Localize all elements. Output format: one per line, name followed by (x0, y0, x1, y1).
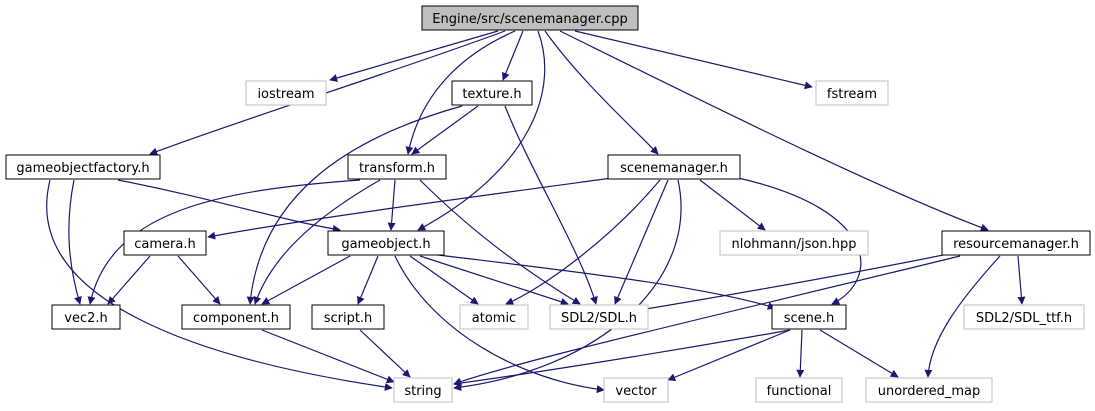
node-vector[interactable]: vector (603, 377, 669, 403)
node-label: SDL2/SDL_ttf.h (976, 311, 1072, 326)
node-label: gameobjectfactory.h (16, 161, 149, 176)
edge-root-to-transform (405, 30, 516, 155)
node-iostream[interactable]: iostream (245, 80, 327, 106)
node-camera-h[interactable]: camera.h (123, 230, 207, 256)
node-label: texture.h (462, 87, 521, 102)
edge-camera-to-component (177, 255, 221, 305)
edge-resourcemanager-to-sdl (639, 253, 949, 313)
edge-gameobjectfactory-to-gameobject (117, 179, 341, 233)
edge-scenemanager-to-json (699, 179, 766, 231)
edge-transform-to-component (253, 179, 381, 305)
node-label: nlohmann/json.hpp (732, 237, 857, 252)
node-label: vector (615, 384, 657, 399)
edge-transform-to-vec2 (87, 179, 361, 305)
node-sdl2-ttf-h[interactable]: SDL2/SDL_ttf.h (963, 304, 1085, 330)
edge-gameobject-to-component (261, 255, 351, 305)
edge-root-to-iostream (329, 30, 499, 82)
edge-gameobjectfactory-to-vec2 (68, 179, 82, 305)
edge-scene-to-functional (796, 329, 805, 378)
edge-gameobject-to-scene (429, 253, 776, 310)
node-label: gameobject.h (341, 237, 430, 252)
edge-resourcemanager-to-sdl-ttf (1017, 255, 1026, 305)
node-functional[interactable]: functional (755, 377, 843, 403)
edge-root-to-texture (502, 30, 524, 81)
node-scene-h[interactable]: scene.h (771, 304, 847, 330)
node-label: unordered_map (878, 384, 981, 399)
edge-script-to-string (359, 329, 411, 378)
node-atomic[interactable]: atomic (459, 304, 529, 330)
node-label: component.h (193, 311, 279, 326)
node-label: transform.h (359, 161, 435, 176)
edge-scenemanager-to-atomic (505, 179, 661, 305)
node-label: resourcemanager.h (953, 237, 1079, 252)
edge-component-to-string (261, 329, 395, 384)
node-label: SDL2/SDL.h (561, 311, 637, 326)
dependency-nodes: Engine/src/scenemanager.cpp iostream tex… (5, 5, 1091, 403)
node-label: string (404, 384, 441, 399)
node-label: atomic (472, 311, 516, 326)
edge-gameobjectfactory-to-string (46, 179, 393, 391)
node-label: iostream (257, 87, 314, 102)
node-gameobject-h[interactable]: gameobject.h (327, 230, 445, 256)
node-label: scene.h (784, 311, 835, 326)
node-unordered-map[interactable]: unordered_map (865, 377, 993, 403)
edge-root-to-gameobject (417, 30, 546, 231)
node-root-scenemanager-cpp[interactable]: Engine/src/scenemanager.cpp (421, 5, 639, 31)
node-label: Engine/src/scenemanager.cpp (432, 12, 627, 27)
edge-camera-to-vec2 (107, 255, 151, 305)
edge-gameobject-to-script (357, 255, 379, 305)
node-sdl2-sdl-h[interactable]: SDL2/SDL.h (549, 304, 649, 330)
edge-texture-to-transform (411, 105, 479, 155)
edge-gameobject-to-sdl (419, 255, 569, 306)
edge-resourcemanager-to-string (453, 255, 961, 386)
dependency-edges (46, 30, 1026, 394)
node-gameobjectfactory-h[interactable]: gameobjectfactory.h (5, 154, 161, 180)
edge-root-to-fstream (574, 30, 813, 90)
edge-scenemanager-to-camera (207, 177, 613, 240)
node-component-h[interactable]: component.h (181, 304, 291, 330)
edge-gameobject-to-atomic (409, 255, 479, 305)
node-label: scenemanager.h (620, 161, 728, 176)
node-string[interactable]: string (393, 377, 453, 403)
edge-scene-to-string (453, 329, 791, 387)
edge-texture-to-sdl (504, 105, 598, 305)
edge-root-to-resourcemanager (559, 30, 989, 232)
edge-scenemanager-to-string (453, 179, 682, 392)
node-script-h[interactable]: script.h (311, 304, 385, 330)
edge-texture-to-component (246, 105, 463, 305)
node-scenemanager-h[interactable]: scenemanager.h (607, 154, 741, 180)
node-texture-h[interactable]: texture.h (451, 80, 533, 106)
edge-transform-to-gameobject (387, 179, 396, 231)
node-label: vec2.h (64, 311, 107, 326)
node-label: camera.h (134, 237, 195, 252)
edge-scenemanager-to-sdl (614, 179, 669, 305)
node-resourcemanager-h[interactable]: resourcemanager.h (941, 230, 1091, 256)
edge-scene-to-unordered-map (819, 329, 899, 378)
edge-root-to-scenemanager-h (544, 30, 659, 155)
node-vec2-h[interactable]: vec2.h (51, 304, 121, 330)
edge-resourcemanager-to-unordered-map (924, 255, 1001, 378)
edge-scene-to-vector (667, 329, 791, 381)
node-label: fstream (827, 87, 877, 102)
node-fstream[interactable]: fstream (815, 80, 889, 106)
node-label: functional (767, 384, 832, 399)
node-transform-h[interactable]: transform.h (347, 154, 447, 180)
node-label: script.h (324, 311, 373, 326)
edge-gameobject-to-vector (394, 255, 605, 394)
node-nlohmann-json[interactable]: nlohmann/json.hpp (719, 230, 869, 256)
